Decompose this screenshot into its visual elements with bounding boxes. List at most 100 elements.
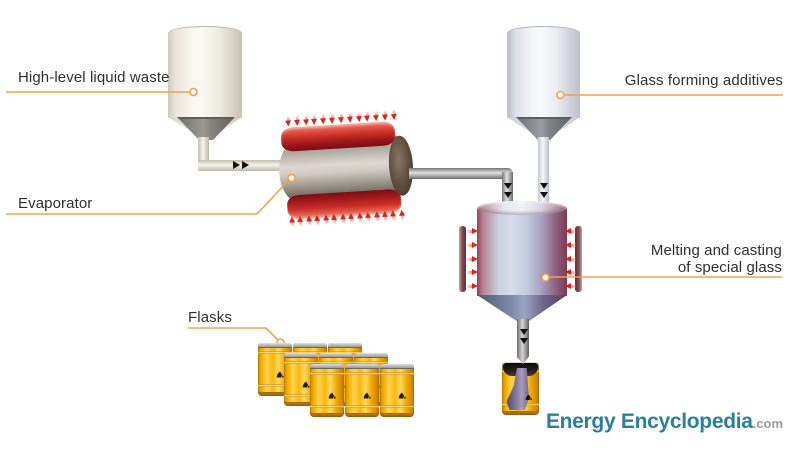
flask-lid	[328, 343, 362, 348]
flow-arrow-down-icon	[520, 329, 528, 335]
label-melting-line2: of special glass	[677, 258, 782, 276]
heat-arrow-icon	[390, 110, 398, 120]
flask-rim	[284, 402, 318, 406]
heat-arrow-icon	[467, 255, 478, 263]
heat-arrow-icon	[364, 111, 372, 121]
melter-heater-right	[575, 226, 582, 292]
flask-rib	[284, 394, 318, 397]
melter-vessel-top	[477, 201, 567, 215]
flask-rim	[502, 411, 539, 415]
logo-brand: Energy Encyclopedia	[545, 410, 753, 433]
flask-rib	[345, 405, 379, 408]
flask-rib	[380, 372, 414, 375]
heat-arrow-icon	[565, 255, 576, 263]
output-flask	[502, 362, 539, 415]
heat-arrow-icon	[331, 214, 339, 224]
flask-rim	[310, 413, 344, 417]
heat-arrow-icon	[390, 210, 398, 220]
radiation-icon	[293, 371, 310, 388]
flask-rib	[284, 361, 318, 364]
heat-arrow-icon	[399, 210, 407, 220]
flask-rib	[310, 372, 344, 375]
heat-arrow-icon	[348, 213, 356, 223]
radiation-icon	[516, 384, 532, 400]
heat-arrow-icon	[306, 215, 314, 225]
heat-arrow-icon	[314, 215, 322, 225]
melter-vessel-funnel	[477, 295, 567, 321]
flow-arrow-down-icon	[540, 192, 548, 198]
waste-flask	[345, 364, 379, 417]
melter-left-heat-arrows	[467, 228, 478, 290]
waste-pipe-vertical	[198, 137, 209, 171]
flow-arrows-waste-pipe	[233, 161, 249, 169]
flask-rib	[319, 361, 353, 364]
heat-arrow-icon	[320, 114, 328, 124]
melter-vessel	[477, 208, 567, 296]
heat-arrow-icon	[346, 113, 354, 123]
flask-lid	[345, 364, 379, 369]
waste-flask	[380, 364, 414, 417]
additives-hopper-tank	[507, 26, 580, 118]
flow-arrow-right-icon	[233, 161, 240, 169]
heat-arrow-icon	[565, 228, 576, 235]
energy-encyclopedia-logo: Energy Encyclopedia.com	[546, 410, 783, 434]
flask-rib	[258, 351, 292, 354]
radiation-icon	[319, 382, 336, 399]
flask-row	[310, 364, 414, 417]
heat-arrow-icon	[356, 212, 364, 222]
heat-arrow-icon	[329, 114, 337, 124]
heat-arrow-icon	[289, 216, 297, 226]
flask-lid	[380, 364, 414, 369]
heat-arrow-icon	[373, 211, 381, 221]
logo-suffix: .com	[752, 416, 783, 431]
radiation-icon	[267, 361, 284, 378]
heat-arrow-icon	[565, 269, 576, 276]
flask-rib	[293, 351, 327, 354]
heat-arrow-icon	[382, 110, 390, 120]
flask-rib	[258, 384, 292, 387]
radiation-icon	[354, 382, 371, 399]
evaporator-vessel	[276, 109, 418, 227]
flask-rim	[345, 413, 379, 417]
heat-arrow-icon	[302, 115, 310, 125]
label-glass-forming-additives: Glass forming additives	[624, 72, 783, 89]
label-evaporator: Evaporator	[18, 195, 93, 212]
heat-arrow-icon	[311, 115, 319, 125]
flask-rib	[380, 405, 414, 408]
heat-arrow-icon	[467, 269, 478, 276]
flask-rim	[380, 413, 414, 417]
flow-arrows-feed-pipe	[504, 183, 512, 198]
flask-lid	[258, 343, 292, 348]
heat-arrow-icon	[294, 116, 302, 126]
heat-arrow-icon	[365, 212, 373, 222]
heat-arrow-icon	[297, 216, 305, 226]
melter-heater-left	[459, 226, 466, 292]
heat-arrow-icon	[323, 214, 331, 224]
flask-rib	[345, 372, 379, 375]
label-high-level-liquid-waste: High-level liquid waste	[18, 69, 170, 86]
flask-rib	[354, 361, 388, 364]
waste-flask	[310, 364, 344, 417]
flow-arrows-pour-spout	[520, 329, 528, 344]
flask-lid	[284, 353, 318, 358]
flask-lid	[293, 343, 327, 348]
waste-hopper-tank	[168, 26, 242, 118]
radiation-icon	[389, 382, 406, 399]
heat-arrow-icon	[565, 241, 576, 249]
flask-rib	[328, 351, 362, 354]
label-melting-and-casting: Melting and casting of special glass	[622, 242, 782, 277]
flask-lid	[310, 364, 344, 369]
flask-lid	[354, 353, 388, 358]
flask-lid	[319, 353, 353, 358]
flow-arrow-down-icon	[504, 183, 512, 189]
heat-arrow-icon	[339, 213, 347, 223]
flow-arrows-additives-pipe	[540, 183, 548, 198]
melter-right-heat-arrows	[565, 228, 576, 290]
flow-arrow-down-icon	[520, 338, 528, 344]
melter-feed-pipe-horizontal	[409, 168, 513, 179]
heat-arrow-icon	[467, 241, 478, 249]
heat-arrow-icon	[338, 113, 346, 123]
flask-rim	[258, 392, 292, 396]
flask-rib	[310, 405, 344, 408]
